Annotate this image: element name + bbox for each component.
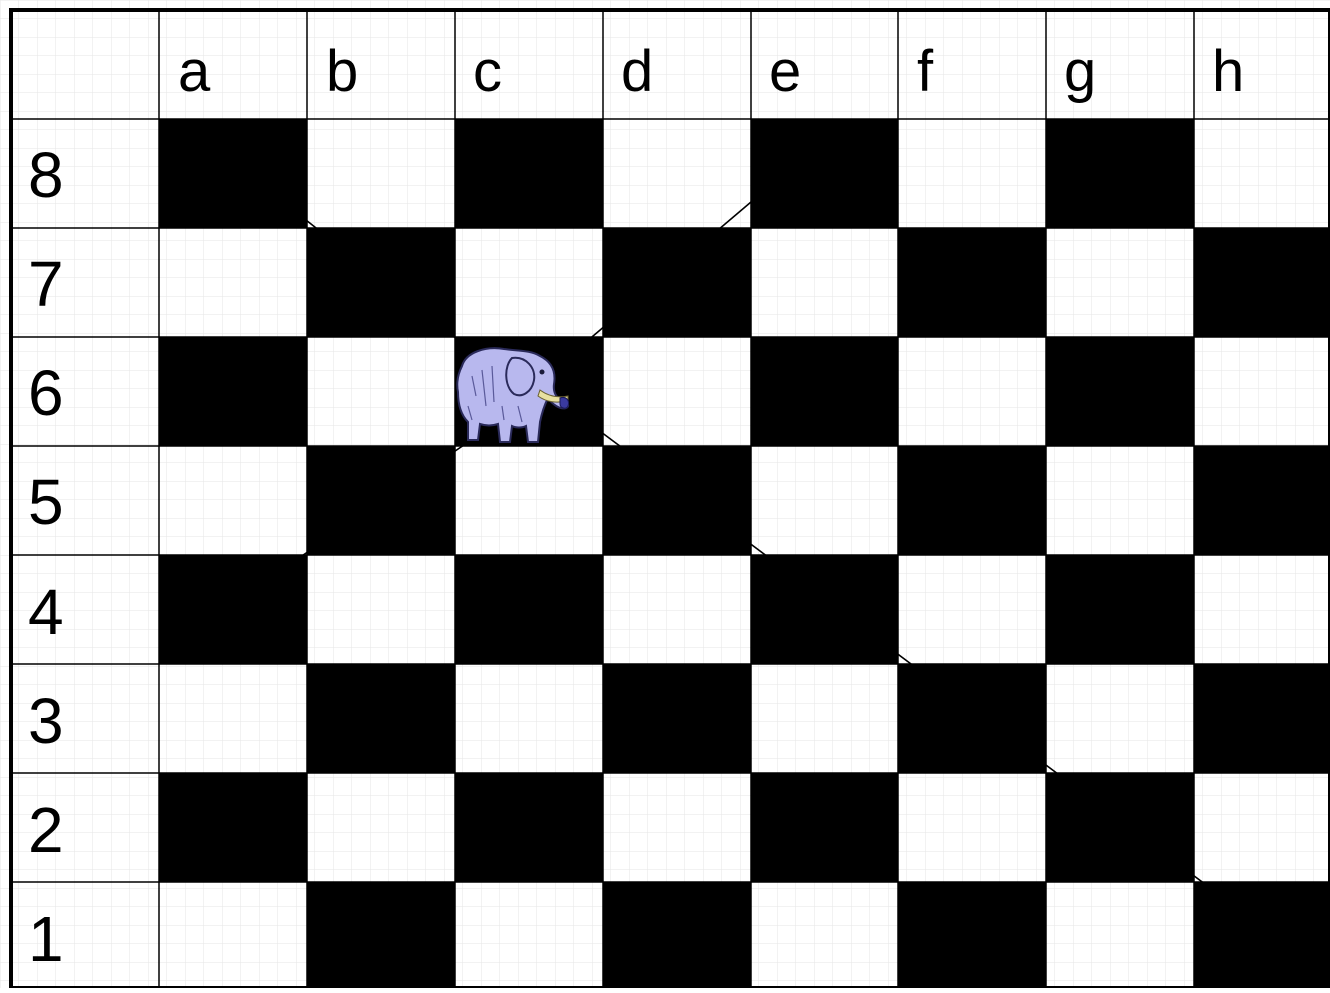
square-b5 [307,446,455,555]
rank-label-2: 2 [28,794,64,866]
elephant-trunk-tip [560,397,569,408]
square-f3 [898,664,1046,773]
square-e4 [751,555,898,664]
square-b1 [307,882,455,988]
file-label-a: a [178,39,211,104]
file-label-f: f [917,39,934,104]
rank-label-4: 4 [28,576,64,648]
file-label-d: d [621,39,653,104]
rank-label-6: 6 [28,357,64,429]
file-label-g: g [1064,39,1096,104]
square-d1 [603,882,751,988]
square-a6 [159,337,307,446]
file-label-e: e [769,39,801,104]
square-h3 [1194,664,1330,773]
square-a8 [159,119,307,228]
square-d7 [603,228,751,337]
file-label-h: h [1212,39,1244,104]
square-c2 [455,773,603,882]
square-h5 [1194,446,1330,555]
rank-label-7: 7 [28,248,64,320]
square-f1 [898,882,1046,988]
square-g2 [1046,773,1194,882]
square-h7 [1194,228,1330,337]
square-c8 [455,119,603,228]
file-label-c: c [473,39,502,104]
rank-label-1: 1 [28,903,64,975]
square-a2 [159,773,307,882]
square-f7 [898,228,1046,337]
square-g8 [1046,119,1194,228]
square-g4 [1046,555,1194,664]
square-d3 [603,664,751,773]
elephant-eye [540,370,545,375]
square-e2 [751,773,898,882]
rank-label-8: 8 [28,139,64,211]
square-c4 [455,555,603,664]
square-g6 [1046,337,1194,446]
square-f5 [898,446,1046,555]
square-d5 [603,446,751,555]
square-e8 [751,119,898,228]
square-b3 [307,664,455,773]
file-label-b: b [326,39,358,104]
square-e6 [751,337,898,446]
rank-label-5: 5 [28,466,64,538]
square-h1 [1194,882,1330,988]
square-a4 [159,555,307,664]
rank-label-3: 3 [28,685,64,757]
